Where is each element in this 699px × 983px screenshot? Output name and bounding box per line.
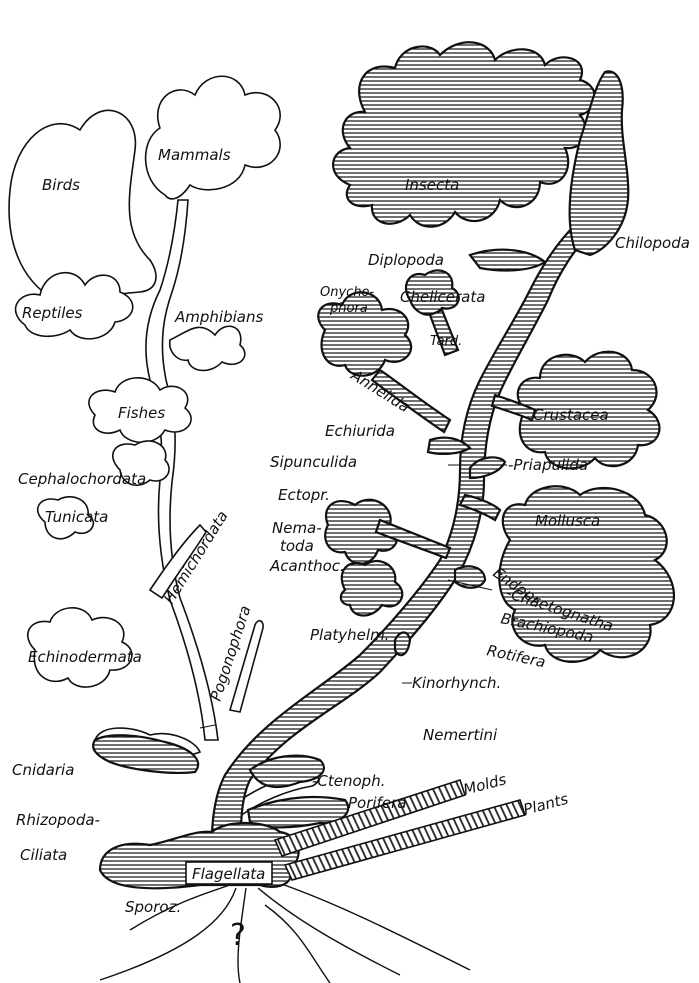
label-tunicata: Tunicata bbox=[45, 508, 108, 526]
label-ciliata: Ciliata bbox=[20, 846, 67, 864]
label-molds: Molds bbox=[461, 770, 508, 799]
label-ectopr: Ectopr. bbox=[278, 486, 330, 504]
label-porifera: Porifera bbox=[348, 794, 406, 812]
label-amphibians: Amphibians bbox=[174, 308, 263, 326]
label-ctenoph: -Ctenoph. bbox=[312, 772, 385, 790]
label-kinorhynch: Kinorhynch. bbox=[412, 674, 501, 692]
label-mammals: Mammals bbox=[158, 146, 231, 164]
label-platyhelm: Platyhelm. bbox=[310, 626, 389, 644]
label-onychophora-1: Onycho- bbox=[320, 285, 375, 300]
label-chilopoda: Chilopoda bbox=[615, 234, 690, 252]
label-reptiles: Reptiles bbox=[22, 304, 83, 322]
label-cephalochordata: Cephalochordata bbox=[18, 470, 146, 488]
label-mollusca: Mollusca bbox=[535, 512, 600, 530]
label-birds: Birds bbox=[42, 176, 80, 194]
label-cnidaria: Cnidaria bbox=[12, 761, 74, 779]
label-plants: Plants bbox=[521, 790, 570, 819]
label-fishes: Fishes bbox=[118, 404, 165, 422]
label-crustacea: Crustacea bbox=[533, 406, 609, 424]
label-insecta: Insecta bbox=[405, 176, 459, 194]
label-nematoda-1: Nema- bbox=[272, 519, 322, 537]
label-acanthoc: Acanthoc. bbox=[269, 557, 345, 575]
label-echiurida: Echiurida bbox=[325, 422, 395, 440]
label-tard: Tard. bbox=[430, 334, 462, 349]
label-sipunculida: Sipunculida bbox=[270, 453, 357, 471]
label-nematoda-2: toda bbox=[280, 537, 314, 555]
label-rhizopoda: Rhizopoda- bbox=[16, 811, 100, 829]
label-nemertini: Nemertini bbox=[423, 726, 498, 744]
label-chelicerata: Chelicerata bbox=[400, 288, 485, 306]
label-diplopoda: Diplopoda bbox=[368, 251, 444, 269]
label-priapulida: -Priapulida bbox=[508, 456, 588, 474]
label-unknown-root: ? bbox=[230, 918, 246, 953]
label-echinodermata: Echinodermata bbox=[28, 648, 142, 666]
label-sporoz: Sporoz. bbox=[125, 898, 181, 916]
roots bbox=[100, 880, 470, 983]
label-flagellata: Flagellata bbox=[192, 865, 265, 883]
label-onychophora-2: phora bbox=[329, 301, 368, 316]
